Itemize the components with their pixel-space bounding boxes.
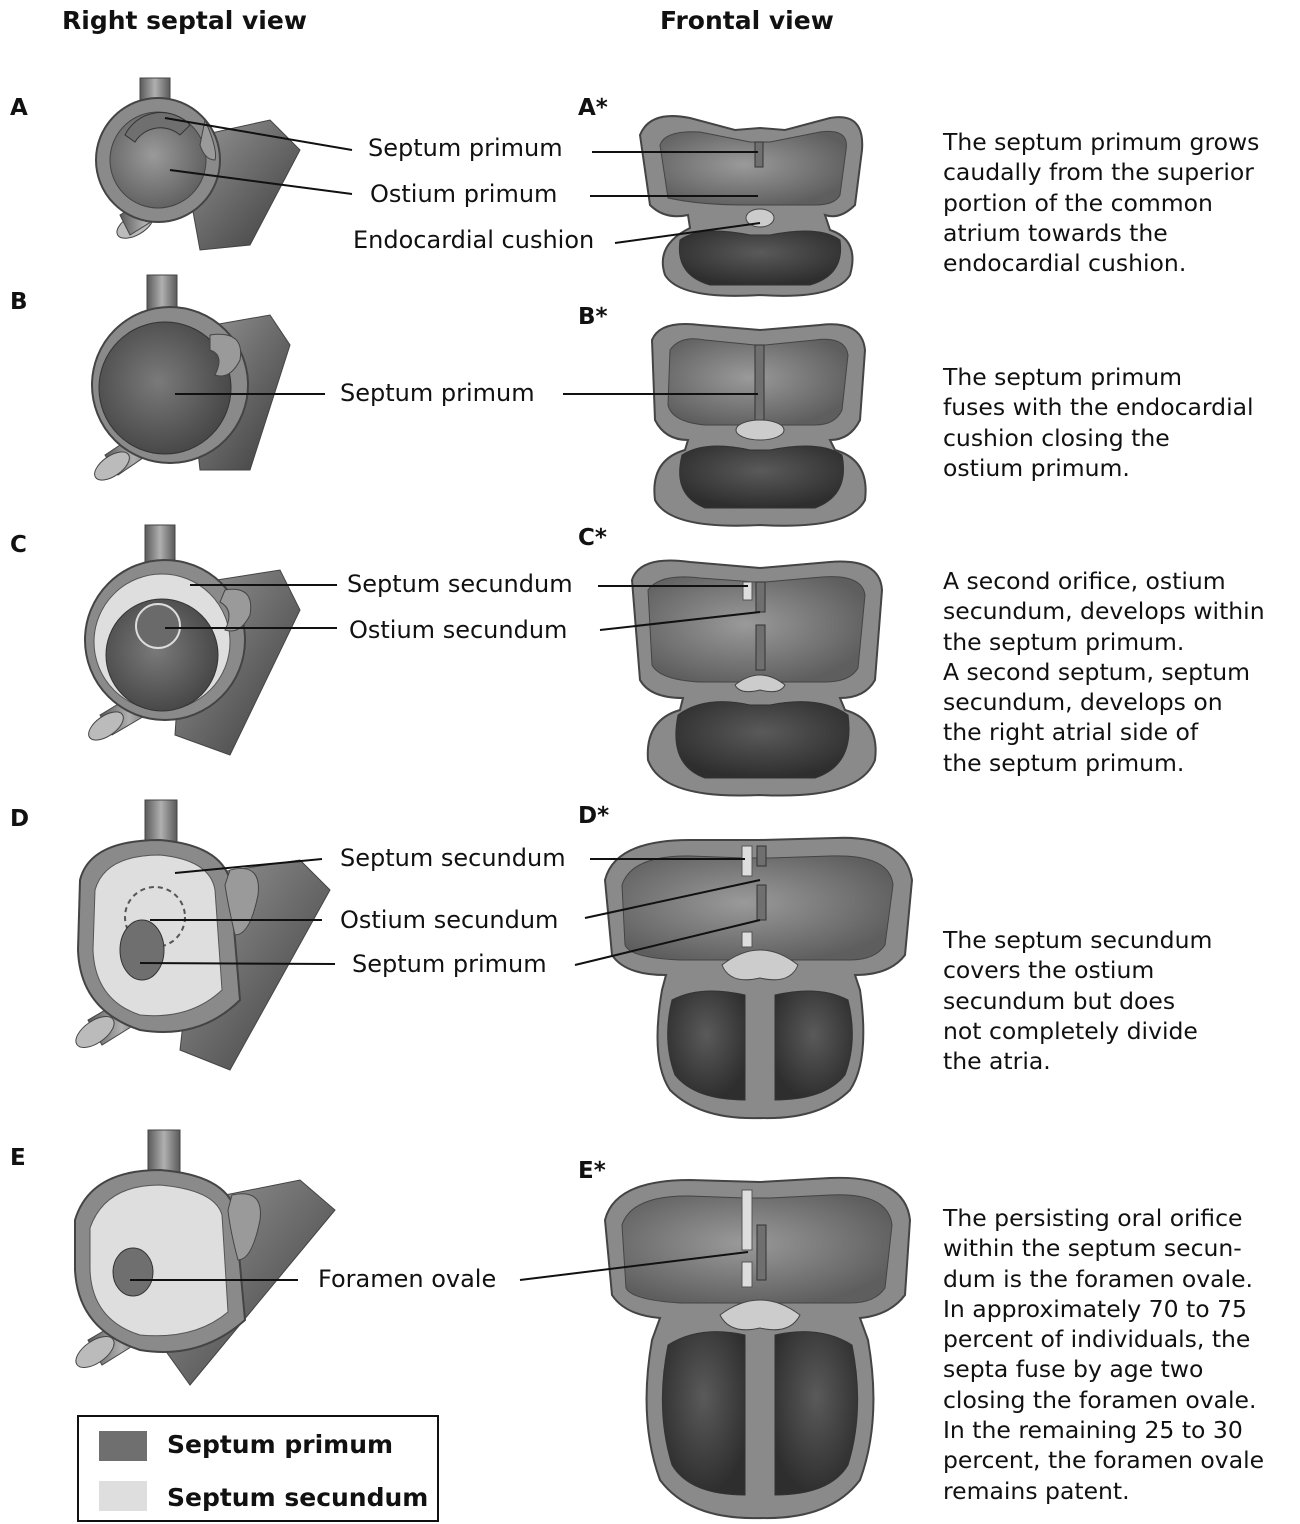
panel-letter-e: E bbox=[10, 1145, 26, 1171]
septal-view-b bbox=[90, 275, 290, 486]
frontal-letter-e: E* bbox=[578, 1158, 606, 1184]
septal-view-a bbox=[96, 78, 300, 250]
label-c-ostium-secundum: Ostium secundum bbox=[349, 618, 567, 642]
label-d-septum-secundum: Septum secundum bbox=[340, 846, 566, 870]
panel-letter-b: B bbox=[10, 289, 28, 315]
frontal-view-e bbox=[605, 1178, 910, 1518]
panel-letter-d: D bbox=[10, 806, 29, 832]
description-c: A second orifice, ostium secundum, devel… bbox=[943, 566, 1293, 778]
legend-swatch-septum-secundum bbox=[99, 1481, 147, 1511]
frontal-letter-b: B* bbox=[578, 304, 608, 330]
description-b: The septum primum fuses with the endocar… bbox=[943, 362, 1293, 483]
label-d-ostium-secundum: Ostium secundum bbox=[340, 908, 558, 932]
label-a-septum-primum: Septum primum bbox=[368, 136, 563, 160]
label-e-foramen-ovale: Foramen ovale bbox=[318, 1267, 496, 1291]
description-e: The persisting oral orifice within the s… bbox=[943, 1203, 1293, 1506]
description-d: The septum secundum covers the ostium se… bbox=[943, 925, 1293, 1076]
heading-right-septal-view: Right septal view bbox=[62, 6, 307, 35]
label-b-septum-primum: Septum primum bbox=[340, 381, 535, 405]
label-c-septum-secundum: Septum secundum bbox=[347, 572, 573, 596]
frontal-letter-c: C* bbox=[578, 525, 607, 551]
label-a-ostium-primum: Ostium primum bbox=[370, 182, 557, 206]
frontal-view-a bbox=[640, 116, 862, 296]
septal-view-e bbox=[71, 1130, 335, 1385]
frontal-view-b bbox=[652, 324, 866, 526]
frontal-letter-d: D* bbox=[578, 803, 609, 829]
label-a-endocardial-cushion: Endocardial cushion bbox=[353, 228, 594, 252]
legend-swatch-septum-primum bbox=[99, 1431, 147, 1461]
description-a: The septum primum grows caudally from th… bbox=[943, 127, 1293, 278]
panel-letter-c: C bbox=[10, 532, 27, 558]
frontal-view-c bbox=[632, 560, 882, 795]
label-d-septum-primum: Septum primum bbox=[352, 952, 547, 976]
panel-letter-a: A bbox=[10, 95, 28, 121]
septal-view-c bbox=[84, 525, 300, 755]
legend: Septum primum Septum secundum bbox=[77, 1415, 439, 1522]
legend-label-septum-primum: Septum primum bbox=[167, 1430, 393, 1459]
heading-frontal-view: Frontal view bbox=[660, 6, 834, 35]
frontal-letter-a: A* bbox=[578, 95, 608, 121]
septal-view-d bbox=[71, 800, 330, 1070]
legend-label-septum-secundum: Septum secundum bbox=[167, 1483, 428, 1512]
